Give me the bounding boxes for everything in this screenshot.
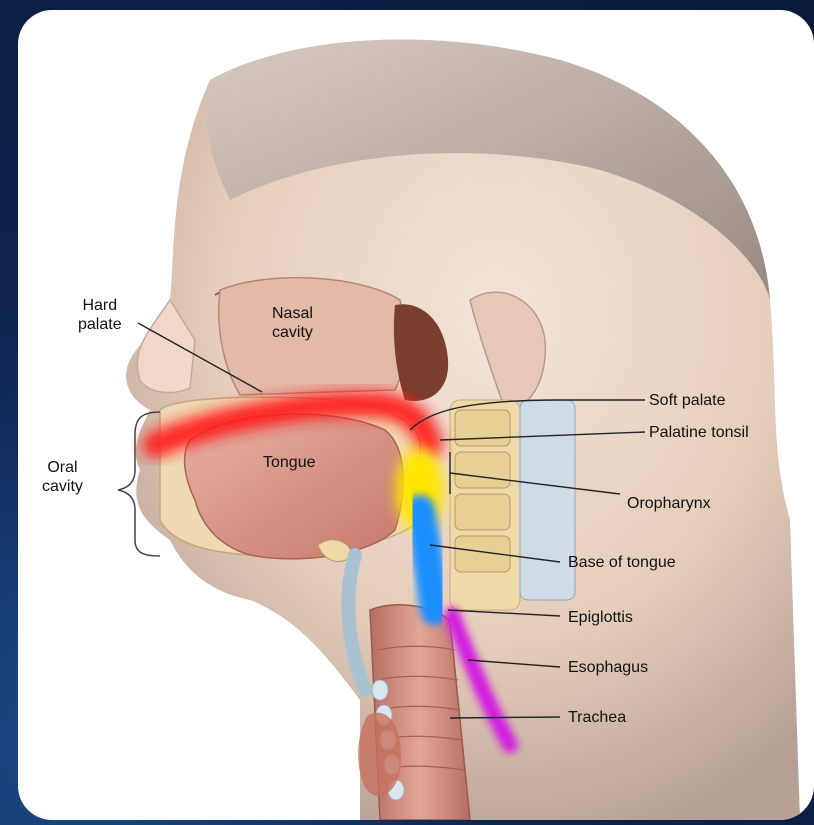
label-tongue: Tongue [263, 453, 316, 472]
label-palatine-tonsil: Palatine tonsil [649, 423, 749, 442]
label-hard-palate-line1: Hard [78, 296, 122, 315]
label-oropharynx: Oropharynx [627, 494, 711, 513]
label-oral-cavity: Oral cavity [42, 458, 83, 496]
label-epiglottis: Epiglottis [568, 608, 633, 627]
label-nasal-cavity-line2: cavity [272, 323, 313, 342]
label-trachea: Trachea [568, 708, 626, 727]
label-esophagus: Esophagus [568, 658, 648, 677]
diagram-card: Hard palate Nasal cavity Oral cavity Ton… [18, 10, 814, 820]
label-base-of-tongue: Base of tongue [568, 553, 676, 572]
label-soft-palate: Soft palate [649, 391, 726, 410]
label-nasal-cavity: Nasal cavity [272, 304, 313, 342]
thyroid-shape [358, 713, 401, 796]
label-nasal-cavity-line1: Nasal [272, 304, 313, 323]
base-of-tongue-highlight [420, 510, 435, 610]
label-oral-cavity-line2: cavity [42, 477, 83, 496]
label-hard-palate-line2: palate [78, 315, 122, 334]
label-oral-cavity-line1: Oral [42, 458, 83, 477]
label-hard-palate: Hard palate [78, 296, 122, 334]
head-neck-illustration [18, 10, 814, 820]
cervical-spine [450, 400, 575, 610]
